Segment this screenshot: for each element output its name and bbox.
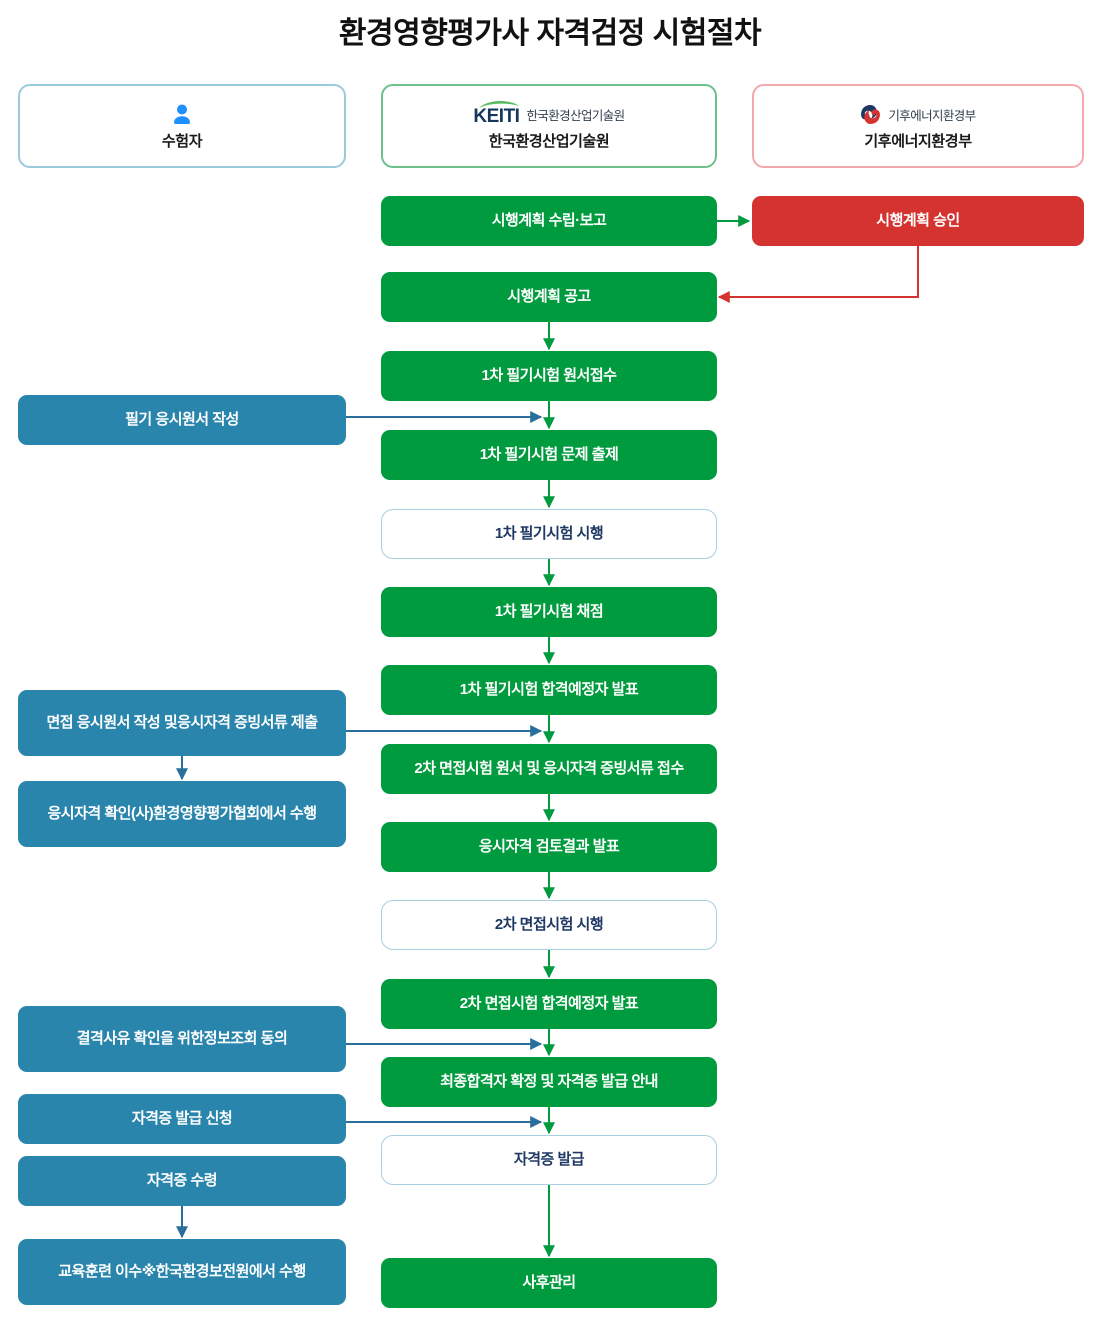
keiti-wordmark-text: KEITI	[473, 106, 520, 127]
flow-node-label-line: 필기 응시원서 작성	[125, 410, 239, 428]
flow-node-c10: 2차 면접시험 시행	[381, 900, 717, 950]
page-title: 환경영향평가사 자격검정 시험절차	[338, 17, 762, 50]
flow-node-label-line: 교육훈련 이수	[58, 1262, 142, 1280]
flow-node-c7: 1차 필기시험 합격예정자 발표	[381, 665, 717, 715]
flow-node-label-line: 응시자격 검토결과 발표	[478, 837, 620, 855]
flow-node-label-line: ※한국환경보전원에서 수행	[141, 1262, 307, 1280]
flow-node-label-line: 자격증 발급 신청	[131, 1109, 233, 1127]
flow-node-label-line: 1차 필기시험 합격예정자 발표	[459, 680, 639, 698]
flow-node-c8: 2차 면접시험 원서 및 응시자격 증빙서류 접수	[381, 744, 717, 794]
keiti-logo-subtext: 한국환경산업기술원	[526, 109, 625, 123]
flow-node-label-line: 1차 필기시험 시행	[494, 524, 604, 542]
flow-node-c2: 시행계획 공고	[381, 272, 717, 322]
flow-node-label-line: (사)환경영향평가협회에서 수행	[130, 804, 317, 822]
flow-node-c9: 응시자격 검토결과 발표	[381, 822, 717, 872]
flow-node-c11: 2차 면접시험 합격예정자 발표	[381, 979, 717, 1029]
column-header-applicant: 수험자	[18, 84, 346, 168]
flow-node-c13: 자격증 발급	[381, 1135, 717, 1185]
flow-node-label-line: 응시자격 확인	[47, 804, 131, 822]
ministry-logo-subtext: 기후에너지환경부	[888, 109, 976, 123]
flow-node-l7: 교육훈련 이수※한국환경보전원에서 수행	[18, 1239, 346, 1305]
column-header-applicant-label: 수험자	[161, 132, 203, 150]
column-header-keiti-label: 한국환경산업기술원	[488, 132, 610, 150]
column-header-ministry: 기후에너지환경부 기후에너지환경부	[752, 84, 1084, 168]
flow-node-label-line: 2차 면접시험 합격예정자 발표	[459, 994, 639, 1012]
flow-node-c6: 1차 필기시험 채점	[381, 587, 717, 637]
flow-node-l3: 응시자격 확인(사)환경영향평가협회에서 수행	[18, 781, 346, 847]
flow-node-c4: 1차 필기시험 문제 출제	[381, 430, 717, 480]
flow-node-label-line: 정보조회 동의	[203, 1029, 288, 1047]
flow-node-l5: 자격증 발급 신청	[18, 1094, 346, 1144]
column-header-keiti: KEITI 한국환경산업기술원 한국환경산업기술원	[381, 84, 717, 168]
flow-node-label-line: 1차 필기시험 원서접수	[481, 366, 617, 384]
flow-node-c3: 1차 필기시험 원서접수	[381, 351, 717, 401]
flow-node-label-line: 최종합격자 확정 및 자격증 발급 안내	[440, 1072, 658, 1090]
keiti-logo-row: KEITI 한국환경산업기술원	[473, 100, 625, 128]
connector-r1-to-c2	[717, 246, 919, 303]
flow-node-label-line: 자격증 발급	[513, 1150, 585, 1168]
flow-node-label-line: 사후관리	[522, 1273, 576, 1291]
column-header-ministry-label: 기후에너지환경부	[864, 132, 972, 150]
flow-node-label-line: 시행계획 수립·보고	[491, 211, 607, 229]
flow-node-r1: 시행계획 승인	[752, 196, 1084, 246]
flow-node-label-line: 응시자격 증빙서류 제출	[177, 713, 318, 731]
keiti-swoosh-icon	[479, 100, 520, 108]
flow-node-c1: 시행계획 수립·보고	[381, 196, 717, 246]
flow-node-label-line: 2차 면접시험 원서 및 응시자격 증빙서류 접수	[414, 759, 684, 777]
ministry-logo-row: 기후에너지환경부	[860, 102, 976, 128]
keiti-logo-icon: KEITI	[473, 100, 520, 127]
flow-node-c14: 사후관리	[381, 1258, 717, 1308]
flow-node-label-line: 1차 필기시험 채점	[494, 602, 604, 620]
flow-node-c12: 최종합격자 확정 및 자격증 발급 안내	[381, 1057, 717, 1107]
applicant-logo-row	[171, 102, 193, 128]
flow-node-label-line: 2차 면접시험 시행	[494, 915, 604, 933]
flow-node-label-line: 자격증 수령	[146, 1171, 218, 1189]
flow-node-l1: 필기 응시원서 작성	[18, 395, 346, 445]
flow-node-label-line: 시행계획 공고	[507, 287, 591, 305]
flow-node-label-line: 시행계획 승인	[876, 211, 960, 229]
flow-node-c5: 1차 필기시험 시행	[381, 509, 717, 559]
flow-node-label-line: 결격사유 확인을 위한	[76, 1029, 205, 1047]
flow-node-l6: 자격증 수령	[18, 1156, 346, 1206]
flow-node-label-line: 1차 필기시험 문제 출제	[479, 445, 619, 463]
taegeuk-icon	[861, 105, 881, 124]
person-icon	[174, 104, 190, 124]
flow-node-label-line: 면접 응시원서 작성 및	[46, 713, 178, 731]
